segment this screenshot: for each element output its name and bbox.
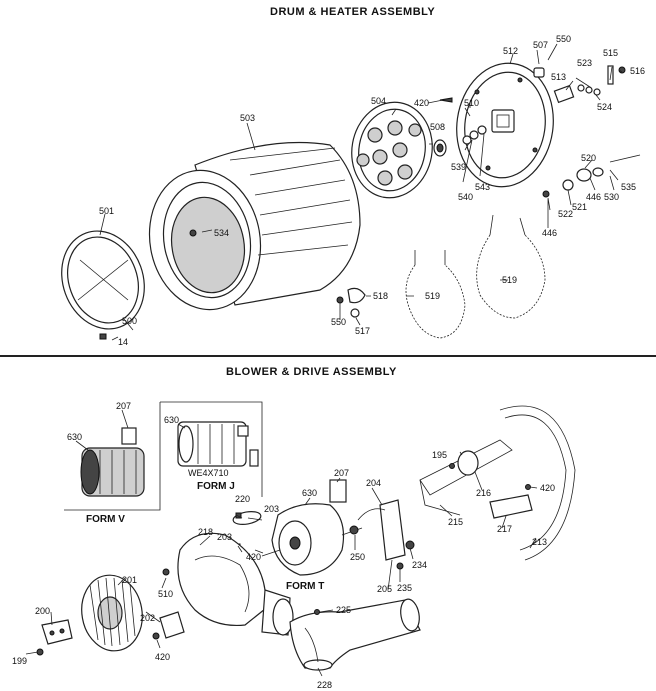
label-202: 202 xyxy=(140,613,155,623)
label-540: 540 xyxy=(458,192,473,202)
label-515: 515 xyxy=(603,48,618,58)
bracket-513 xyxy=(553,84,575,104)
label-195: 195 xyxy=(432,450,447,460)
label-539: 539 xyxy=(451,162,466,172)
washers-539-540-543 xyxy=(462,125,487,145)
rear-bulkhead-512 xyxy=(456,62,554,188)
label-550-drum: 550 xyxy=(556,34,571,44)
label-519-b: 519 xyxy=(502,275,517,285)
front-seal-ring-501 xyxy=(61,230,145,330)
label-220: 220 xyxy=(235,494,250,504)
terminal-parts-520 xyxy=(542,154,641,198)
label-524: 524 xyxy=(597,102,612,112)
label-512: 512 xyxy=(503,46,518,56)
label-216: 216 xyxy=(476,488,491,498)
label-513: 513 xyxy=(551,72,566,82)
bracket-217 xyxy=(489,484,533,519)
label-250: 250 xyxy=(350,552,365,562)
drum-heater-title: DRUM & HEATER ASSEMBLY xyxy=(270,6,436,18)
blower-drive-title: BLOWER & DRIVE ASSEMBLY xyxy=(226,366,397,378)
label-205: 205 xyxy=(377,584,392,594)
label-form-v: FORM V xyxy=(86,514,125,525)
label-543: 543 xyxy=(475,182,490,192)
label-510: 510 xyxy=(464,98,479,108)
label-630-j: 630 xyxy=(164,415,179,425)
label-201: 201 xyxy=(122,575,137,585)
motor-form-j xyxy=(177,421,259,467)
motor-form-t xyxy=(261,479,363,576)
label-form-j: FORM J xyxy=(197,481,235,492)
label-503: 503 xyxy=(240,113,255,123)
label-516: 516 xyxy=(630,66,645,76)
label-446-a: 446 xyxy=(586,192,601,202)
label-200: 200 xyxy=(35,606,50,616)
bracket-200 xyxy=(36,619,73,656)
label-225: 225 xyxy=(336,605,351,615)
label-550-clamp: 550 xyxy=(331,317,346,327)
label-228: 228 xyxy=(317,680,332,690)
label-519-a: 519 xyxy=(425,291,440,301)
idler-pulley-216 xyxy=(449,450,479,476)
label-420-bracket: 420 xyxy=(540,483,555,493)
bearing-508 xyxy=(433,139,447,157)
label-530: 530 xyxy=(604,192,619,202)
bracket-202 xyxy=(152,611,185,640)
nut-516 xyxy=(618,66,626,74)
screw-14 xyxy=(99,333,107,340)
idler-bracket-205 xyxy=(357,499,415,570)
motor-form-v xyxy=(80,427,145,497)
label-14: 14 xyxy=(118,337,128,347)
label-507: 507 xyxy=(533,40,548,50)
label-446-b: 446 xyxy=(542,228,557,238)
label-630-t: 630 xyxy=(302,488,317,498)
label-500: 500 xyxy=(122,316,137,326)
form-v-j-box xyxy=(64,401,263,511)
label-508: 508 xyxy=(430,122,445,132)
label-630-v: 630 xyxy=(67,432,82,442)
label-218: 218 xyxy=(198,527,213,537)
label-517: 517 xyxy=(355,326,370,336)
label-522: 522 xyxy=(558,209,573,219)
label-420-drum: 420 xyxy=(414,98,429,108)
label-213: 213 xyxy=(532,537,547,547)
label-207-v: 207 xyxy=(116,401,131,411)
heater-cover-504 xyxy=(351,101,433,199)
bolt-534 xyxy=(189,229,197,237)
drum-belt-213 xyxy=(499,405,576,561)
clamp-518 xyxy=(336,287,366,318)
label-199: 199 xyxy=(12,656,27,666)
label-520: 520 xyxy=(581,153,596,163)
label-420-mount: 420 xyxy=(246,552,261,562)
label-203-a: 203 xyxy=(264,504,279,514)
screw-420-drum xyxy=(439,97,453,103)
label-523: 523 xyxy=(577,58,592,68)
label-501: 501 xyxy=(99,206,114,216)
label-521: 521 xyxy=(572,202,587,212)
label-217: 217 xyxy=(497,524,512,534)
label-234: 234 xyxy=(412,560,427,570)
label-204: 204 xyxy=(366,478,381,488)
blower-wheel-201 xyxy=(81,574,143,652)
label-203-b: 203 xyxy=(217,532,232,542)
label-504: 504 xyxy=(371,96,386,106)
label-510-blower: 510 xyxy=(158,589,173,599)
label-215: 215 xyxy=(448,517,463,527)
label-518: 518 xyxy=(373,291,388,301)
label-235: 235 xyxy=(397,583,412,593)
section-divider xyxy=(0,355,656,357)
clip-507 xyxy=(533,67,545,78)
label-form-t: FORM T xyxy=(286,581,324,592)
label-420-blower: 420 xyxy=(155,652,170,662)
blower-housing-218 xyxy=(162,532,294,636)
label-534: 534 xyxy=(214,228,229,238)
heater-coil-519-b xyxy=(476,214,546,319)
exhaust-duct-228 xyxy=(289,598,421,671)
label-motor-code: WE4X710 xyxy=(188,468,229,478)
label-535: 535 xyxy=(621,182,636,192)
drum-503 xyxy=(148,141,361,311)
washers-523 xyxy=(577,84,601,96)
label-207-t: 207 xyxy=(334,468,349,478)
